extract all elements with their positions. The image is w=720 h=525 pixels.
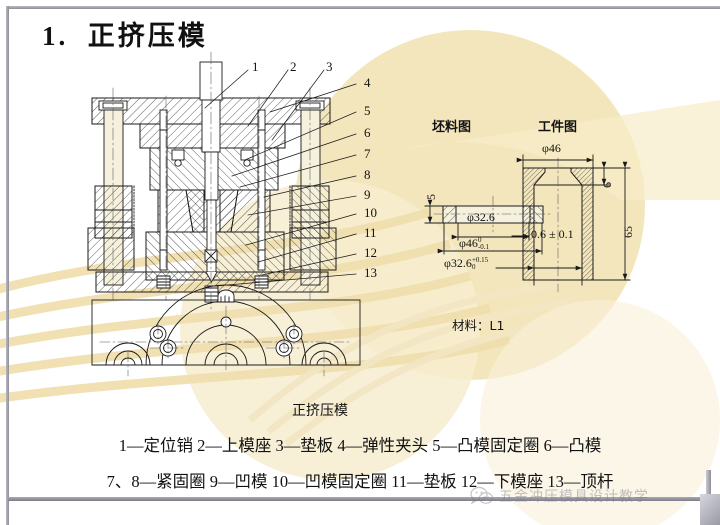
blank-inner-diameter-dimension: φ32.6 xyxy=(467,210,495,224)
leader-number-3: 3 xyxy=(326,59,333,74)
leader-number-4: 4 xyxy=(364,75,371,90)
material-note: 材料：L1 xyxy=(452,318,505,333)
frame-top-edge xyxy=(8,6,720,9)
title-text: 正挤压模 xyxy=(87,21,208,51)
leader-lines xyxy=(204,69,357,287)
workpiece-bore-tol-upper: +0.15 xyxy=(471,256,489,265)
figure-caption: 正挤压模 xyxy=(292,403,348,419)
frame-left-edge xyxy=(6,6,9,525)
leader-number-6: 6 xyxy=(364,125,371,140)
leader-number-1: 1 xyxy=(252,59,259,74)
workpiece-flange-diameter-dimension: φ46 xyxy=(542,141,561,155)
blank-drawing-heading: 坯料图 xyxy=(432,120,472,135)
workpiece-drawing-heading: 工件图 xyxy=(538,120,578,135)
workpiece-bore-base: φ32.6 xyxy=(444,256,472,270)
title-number: 1 xyxy=(42,21,59,51)
page-title: 1. 正挤压模 xyxy=(42,14,208,53)
leader-number-7: 7 xyxy=(364,146,371,161)
workpiece-part-drawing xyxy=(495,154,631,293)
leader-number-2: 2 xyxy=(290,59,297,74)
blank-outer-tol-upper: 0 xyxy=(477,236,482,245)
blank-outer-tol-lower: -0.1 xyxy=(477,243,490,252)
leader-number-9: 9 xyxy=(364,187,371,202)
leader-number-8: 8 xyxy=(364,167,371,182)
title-separator: . xyxy=(58,21,69,51)
leader-number-11: 11 xyxy=(364,225,377,240)
leader-number-5: 5 xyxy=(364,103,371,118)
assembly-section-view xyxy=(87,51,337,313)
legend-line-2: 7、8—紧固圈 9—凹模 10—凹模固定圈 11—垫板 12—下模座 13—顶杆 xyxy=(106,472,614,491)
leader-number-13: 13 xyxy=(364,265,377,280)
blank-outer-diameter-base: φ46 xyxy=(459,236,478,250)
frame-corner xyxy=(700,494,720,525)
legend-line-1: 1—定位销 2—上模座 3—垫板 4—弹性夹头 5—凸模固定圈 6—凸模 xyxy=(118,436,602,455)
leader-number-12: 12 xyxy=(364,245,377,260)
blank-outer-diameter-dimension: φ460-0.1 xyxy=(459,236,489,251)
workpiece-wall-thickness-dimension: 0.6 ± 0.1 xyxy=(531,227,574,241)
blank-thickness-dimension: 5 xyxy=(424,194,438,200)
workpiece-flange-height-dimension: 6 xyxy=(600,182,614,188)
frame-bottom-edge xyxy=(8,497,720,501)
workpiece-total-height-dimension: 65 xyxy=(621,226,635,238)
leader-number-10: 10 xyxy=(364,205,377,220)
assembly-plan-view xyxy=(91,284,361,377)
workpiece-bore-tol-lower: 0 xyxy=(471,263,476,272)
